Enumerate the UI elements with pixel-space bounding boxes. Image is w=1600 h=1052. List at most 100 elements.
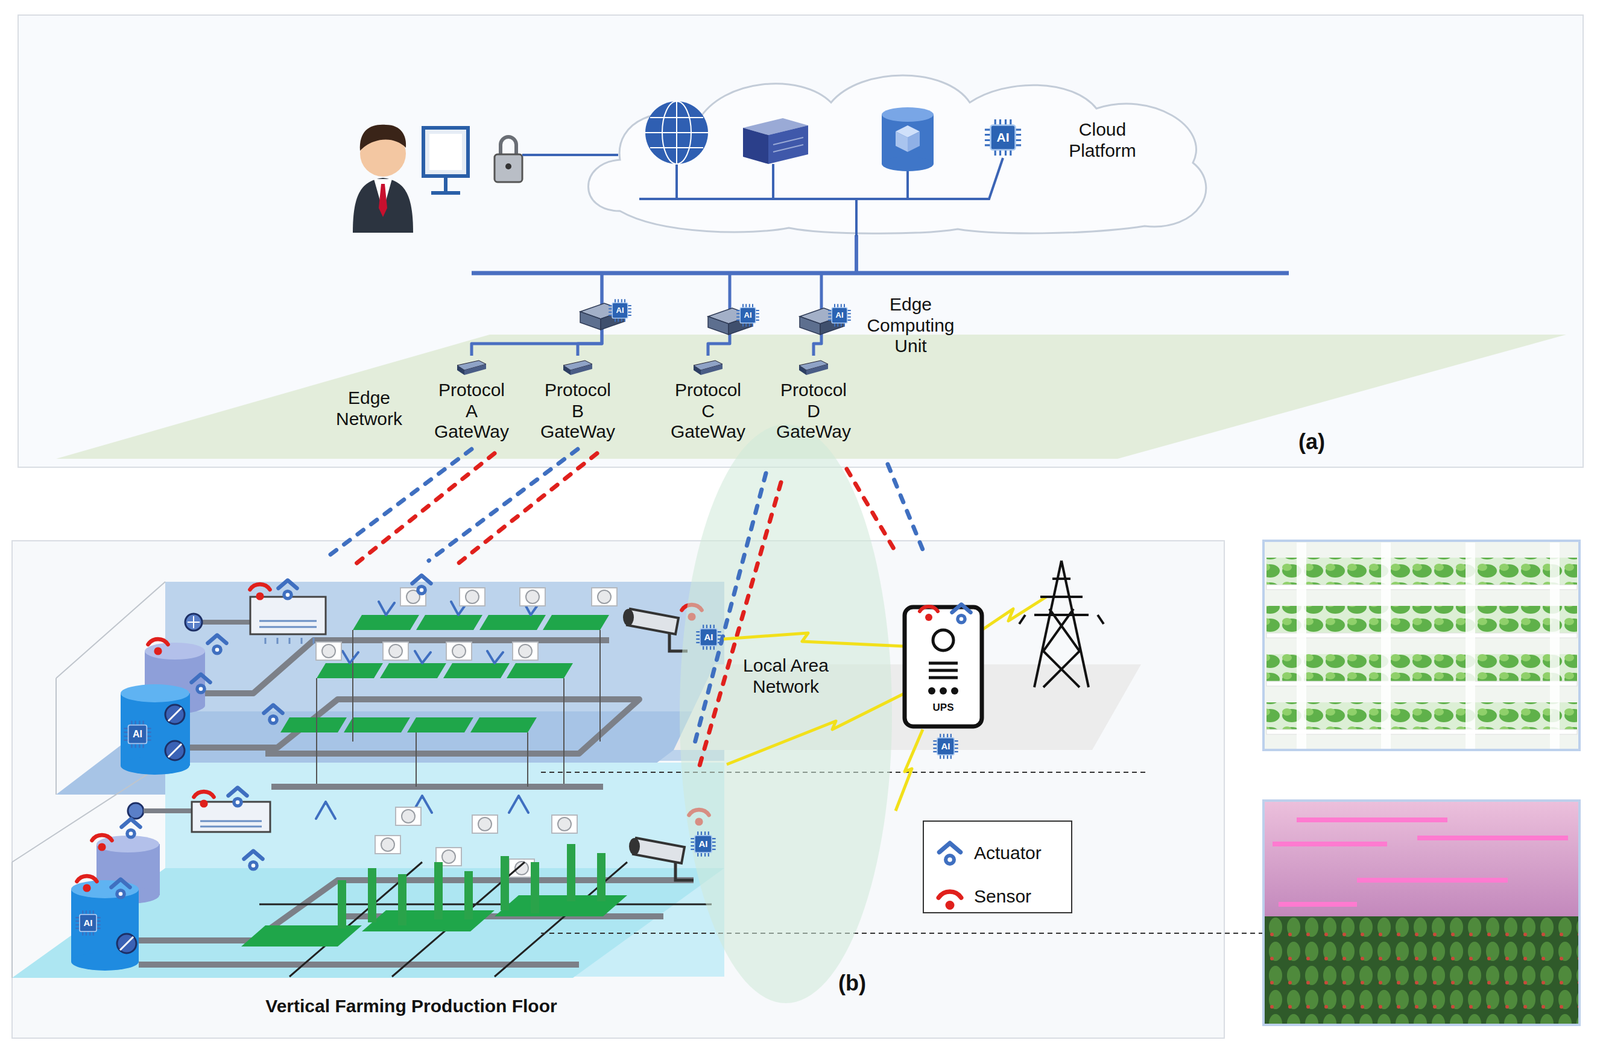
monitor-icon [431,176,461,193]
farm-photo [1263,540,1580,1026]
farm-photo [1263,916,1580,1026]
chip-label: AI [132,729,143,740]
lock-icon [500,136,517,156]
grow-light [472,815,498,834]
grow-shelves [343,717,411,733]
lower-grow-bed [361,910,495,932]
chip-label: AI [698,838,709,850]
sensor-actuator-marks [77,575,710,900]
production-floor-panel: Vertical Farming Production Floor [12,540,1225,1039]
lock-icon [505,163,512,170]
grow-light [551,815,578,834]
grow-light [512,642,538,661]
grow-shelves [470,717,537,733]
lower-grow-bed [566,844,576,902]
sensor-actuator-marks [278,580,298,601]
water-tank [143,808,192,814]
wireless-signal [887,464,924,552]
lower-grow-bed [337,880,347,929]
edge-computing-unit [580,303,625,330]
farm-photo [1266,557,1578,585]
water-tank [168,708,182,722]
panel-label: (a) [1290,429,1333,455]
wireless-signal [428,449,578,561]
sensor-actuator-marks [412,575,432,596]
monitor-icon [423,127,468,193]
chip-label-holder: AI [932,733,959,760]
legend-text: Sensor [973,886,1065,908]
air-conditioner [259,621,317,628]
grow-shelves [506,663,573,679]
wireless-signal [328,449,472,557]
grow-light [395,807,421,826]
panel-label-holder: (a) [1290,429,1333,455]
node-text-holder: Protocol D GateWay [774,379,853,443]
water-tank [71,880,139,899]
farm-photo [1381,542,1391,750]
farm-photo [1549,542,1560,750]
grow-shelves [479,615,546,631]
chip-label-holder: AI [983,118,1023,157]
component-label-holder: Edge Computing Unit [859,294,962,358]
farm-photo [1296,542,1307,750]
panel-background [18,15,1584,468]
chip-label-holder: AI [827,303,852,328]
gateway-box: Protocol C GateWay [668,355,748,446]
grow-light [382,642,409,661]
lower-grow-bed [500,856,510,911]
node-text: Local Area Network [725,655,847,698]
farm-photo [1263,800,1580,1026]
water-tank [187,616,200,629]
farm-photo [1465,542,1476,750]
node-text: Protocol C GateWay [668,379,748,443]
lower-grow-bed [398,874,407,926]
power-tower [1019,560,1104,688]
monitor-icon [423,127,468,177]
node-text: Edge Network [314,387,424,430]
water-tank [127,803,144,819]
node-text-holder: Edge Network [314,387,424,430]
lower-grow-bed [337,844,606,929]
chip-label-holder: AI [689,831,717,858]
node-text-holder: Local Area Network [725,655,847,698]
water-pipes [138,622,694,965]
farm-photo [1266,681,1578,687]
cloud-region: Cloud Platform [571,60,1224,236]
access-line [522,153,619,157]
farm-photo [1266,702,1578,730]
cloud-region-outline [588,75,1207,234]
gateway-box: Protocol A GateWay [432,355,511,446]
chip-label-holder: AI [74,910,102,937]
grow-light [446,642,472,661]
lower-grow-bed [367,868,377,923]
wireless-signal [352,453,495,567]
grow-shelves [280,615,610,733]
farm-layers [12,868,725,979]
chip-label-holder: AI [695,624,722,651]
water-tank [120,937,134,951]
sensor-actuator-marks [191,674,211,695]
grow-shelves [407,717,474,733]
ai-chip [828,303,851,327]
lan-region: Local Area Network [678,423,894,1005]
chip-label: AI [616,306,625,316]
water-tank [71,613,206,971]
node-text: Vertical Farming Production Floor [200,996,623,1018]
ups-device [952,604,971,625]
farm-photo [1266,654,1578,682]
edge-computing-unit [708,308,753,335]
legend-box [939,843,961,867]
water-tank [71,889,139,962]
lower-grow-bed [464,871,473,920]
user-figure [360,124,406,151]
air-conditioner [200,821,262,827]
lower-grow-bed [494,895,628,917]
lower-grow-bed [241,844,712,978]
node-text-holder: Cloud Platform [1054,119,1151,162]
camera-icon [622,609,634,627]
user-figure [352,177,414,233]
chip-label: AI [941,741,951,752]
water-tank [71,952,139,971]
node-text-holder: Protocol B GateWay [538,379,617,443]
power-tower [1019,560,1104,688]
